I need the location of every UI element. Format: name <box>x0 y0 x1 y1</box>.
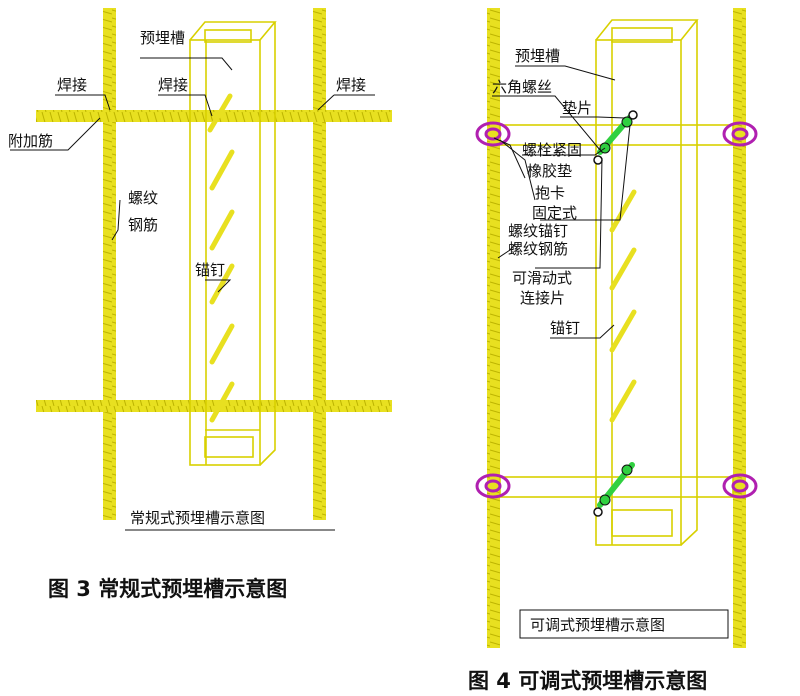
figure-caption-3: 图 3 常规式预埋槽示意图 <box>48 577 287 601</box>
rebar-horizontal-bottom <box>36 400 392 412</box>
label-sliding-connector-a: 可滑动式 <box>512 269 572 287</box>
label-weld-left: 焊接 <box>57 76 87 94</box>
label-fixed-threaded-anchor-b: 螺纹锚钉 <box>508 222 568 240</box>
inner-caption-box-4 <box>519 609 729 639</box>
label-anchor-nail-4: 锚钉 <box>550 319 580 337</box>
figure-caption-4: 图 4 可调式预埋槽示意图 <box>468 669 707 693</box>
green-connector-bottom <box>593 462 635 517</box>
label-fixed-threaded-anchor-a: 固定式 <box>532 204 577 222</box>
horizontal-rails-4 <box>499 124 734 498</box>
inner-caption-4: 可调式预埋槽示意图 <box>530 616 665 634</box>
label-rubber-pad: 橡胶垫 <box>527 162 572 180</box>
leaders-3 <box>10 57 375 293</box>
label-sliding-connector-b: 连接片 <box>520 289 565 307</box>
rebar-vertical-left <box>103 8 116 520</box>
label-washer: 垫片 <box>562 99 592 117</box>
embedded-channel-4 <box>595 19 699 546</box>
label-weld-middle: 焊接 <box>158 76 188 94</box>
leaders-4 <box>492 65 631 339</box>
label-bolt-fastening-ring: 螺栓紧固 <box>522 141 582 159</box>
label-embedded-channel-3: 预埋槽 <box>140 29 185 47</box>
rebar-horizontal-top <box>36 110 392 122</box>
label-weld-right: 焊接 <box>336 76 366 94</box>
inner-caption-3: 常规式预埋槽示意图 <box>130 509 265 527</box>
label-additional-rebar: 附加筋 <box>8 132 53 150</box>
rebar-vertical-right-4 <box>733 8 746 648</box>
clamps-4 <box>475 121 758 499</box>
label-threaded-rebar-3a: 螺纹 <box>128 189 158 207</box>
label-threaded-rebar-3b: 钢筋 <box>128 216 158 234</box>
figure-3: 预埋槽 焊接 焊接 焊接 附加筋 螺纹 钢筋 锚钉 常规式预埋槽示意图 图 3 … <box>8 8 392 601</box>
label-anchor-nail-3: 锚钉 <box>195 261 225 279</box>
anchor-nails-3 <box>207 93 235 423</box>
figure-4: 预埋槽 六角螺丝 垫片 螺栓紧固 橡胶垫 抱卡 固定式 螺纹锚钉 螺纹钢筋 可滑… <box>468 8 758 693</box>
anchor-nails-4 <box>609 189 637 423</box>
label-clamp: 抱卡 <box>535 184 565 202</box>
rebar-vertical-right <box>313 8 326 520</box>
label-threaded-rebar-4: 螺纹钢筋 <box>508 240 568 258</box>
rebar-vertical-left-4 <box>487 8 500 648</box>
green-connector-top <box>593 110 638 165</box>
embedded-channel-3 <box>189 21 277 466</box>
label-embedded-channel-4: 预埋槽 <box>515 47 560 65</box>
label-hex-bolt: 六角螺丝 <box>492 78 552 96</box>
